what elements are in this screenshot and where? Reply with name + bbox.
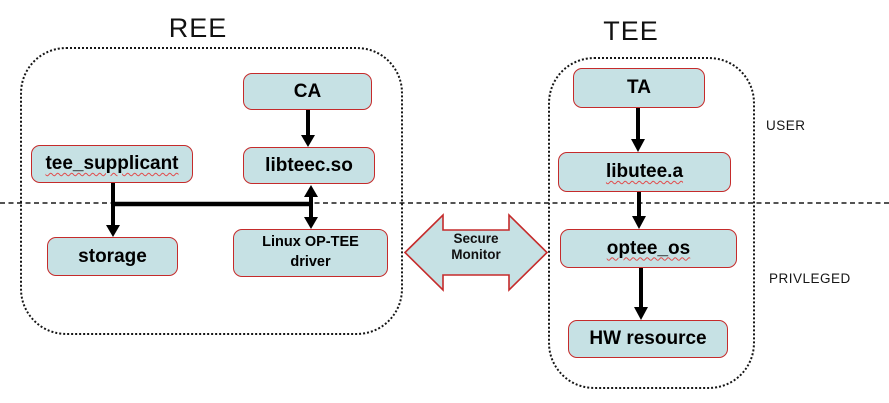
arrow-libutee-to-optee xyxy=(632,192,646,229)
node-libteec: libteec.so xyxy=(243,147,375,184)
tee-title: TEE xyxy=(603,16,659,46)
node-optee-os-label: optee_os xyxy=(606,237,691,259)
arrow-ta-to-libutee xyxy=(631,108,645,152)
arrow-ca-to-libteec xyxy=(301,110,315,147)
arrow-optee-to-hw xyxy=(634,268,648,320)
node-tee-supplicant-label: tee_supplicant xyxy=(45,153,179,174)
node-libteec-label: libteec.so xyxy=(265,154,353,176)
zone-label-user: USER xyxy=(766,118,806,133)
node-ta: TA xyxy=(573,68,705,108)
node-linux-optee-driver-label: Linux OP-TEE driver xyxy=(262,234,359,270)
arrow-libteec-driver-bidirectional xyxy=(304,185,318,229)
node-libutee: libutee.a xyxy=(558,152,731,192)
node-hw-resource: HW resource xyxy=(568,320,728,358)
node-tee-supplicant: tee_supplicant xyxy=(31,145,193,183)
node-storage-label: storage xyxy=(78,245,147,267)
node-linux-optee-driver: Linux OP-TEE driver xyxy=(233,229,388,277)
node-optee-os: optee_os xyxy=(560,229,737,268)
node-ca: CA xyxy=(243,73,372,110)
node-hw-resource-label: HW resource xyxy=(589,328,707,349)
node-ta-label: TA xyxy=(627,77,651,98)
tee-container xyxy=(548,57,755,389)
ree-container xyxy=(20,47,403,335)
ree-title: REE xyxy=(168,13,228,43)
secure-monitor-label: Secure Monitor xyxy=(451,231,501,262)
node-ca-label: CA xyxy=(293,80,322,102)
zone-label-privileged: PRIVLEGED xyxy=(769,271,851,286)
node-libutee-label: libutee.a xyxy=(605,161,684,182)
node-storage: storage xyxy=(47,237,178,276)
secure-monitor-arrow-shape xyxy=(403,213,549,292)
